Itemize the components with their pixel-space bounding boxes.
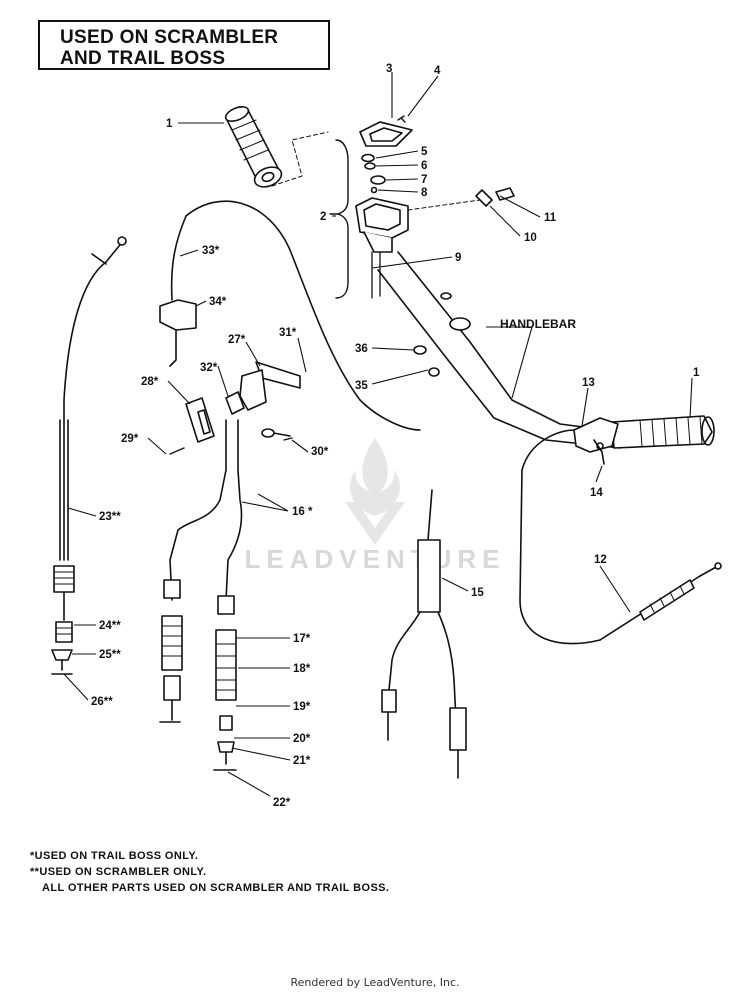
watermark-text: LEADVENTURE (244, 544, 506, 574)
left-grip (224, 106, 283, 188)
label-31: 31* (279, 327, 297, 339)
footnote-scrambler: **USED ON SCRAMBLER ONLY. (30, 866, 207, 878)
label-14: 14 (590, 487, 603, 499)
label-22: 22* (273, 797, 291, 809)
cable-23 (51, 236, 127, 675)
watermark-logo-icon (345, 438, 405, 545)
label-35: 35 (355, 380, 368, 392)
label-28: 28* (141, 376, 159, 388)
label-3: 3 (386, 63, 392, 75)
label-25: 25** (99, 649, 121, 661)
label-16: 16 * (292, 506, 313, 518)
label-5: 5 (421, 146, 428, 158)
label-33: 33* (202, 245, 220, 257)
footer-credit: Rendered by LeadVenture, Inc. (290, 976, 460, 989)
hardware-stack (361, 153, 386, 194)
diagram-title-box: USED ON SCRAMBLER AND TRAIL BOSS (38, 20, 330, 70)
label-32: 32* (200, 362, 218, 374)
label-26: 26** (91, 696, 113, 708)
label-1-right: 1 (693, 367, 700, 379)
label-21: 21* (293, 755, 311, 767)
cable-16-left (159, 419, 227, 723)
cable-12 (519, 429, 722, 645)
cable-16-right (213, 419, 243, 771)
label-30: 30* (311, 446, 329, 458)
label-handlebar: HANDLEBAR (500, 317, 576, 331)
label-10: 10 (524, 232, 537, 244)
footnotes: *USED ON TRAIL BOSS ONLY. **USED ON SCRA… (30, 848, 389, 896)
right-grip (611, 415, 715, 449)
label-34: 34* (209, 296, 227, 308)
label-6: 6 (421, 160, 427, 172)
label-27: 27* (228, 334, 246, 346)
footnote-all: ALL OTHER PARTS USED ON SCRAMBLER AND TR… (42, 882, 390, 894)
label-8: 8 (421, 187, 428, 199)
footnote-trail-boss: *USED ON TRAIL BOSS ONLY. (30, 850, 199, 862)
label-12: 12 (594, 554, 607, 566)
label-13: 13 (582, 377, 595, 389)
throttle-housing (355, 197, 409, 299)
watermark: LEADVENTURE (210, 430, 540, 600)
title-line-2: AND TRAIL BOSS (60, 48, 226, 69)
label-2: 2 (320, 211, 326, 223)
label-11: 11 (544, 212, 557, 224)
label-36: 36 (355, 343, 368, 355)
label-19: 19* (293, 701, 311, 713)
label-4: 4 (434, 65, 441, 77)
label-15: 15 (471, 587, 484, 599)
label-29: 29* (121, 433, 139, 445)
label-23: 23** (99, 511, 121, 523)
label-18: 18* (293, 663, 311, 675)
brake-lever-assembly (573, 417, 619, 465)
label-1-left: 1 (166, 118, 173, 130)
title-line-1: USED ON SCRAMBLER (60, 27, 279, 48)
cable-15 (381, 489, 467, 779)
label-17: 17* (293, 633, 311, 645)
throttle-cover (359, 115, 413, 147)
label-20: 20* (293, 733, 311, 745)
label-24: 24** (99, 620, 121, 632)
label-9: 9 (455, 252, 461, 264)
label-7: 7 (421, 174, 427, 186)
